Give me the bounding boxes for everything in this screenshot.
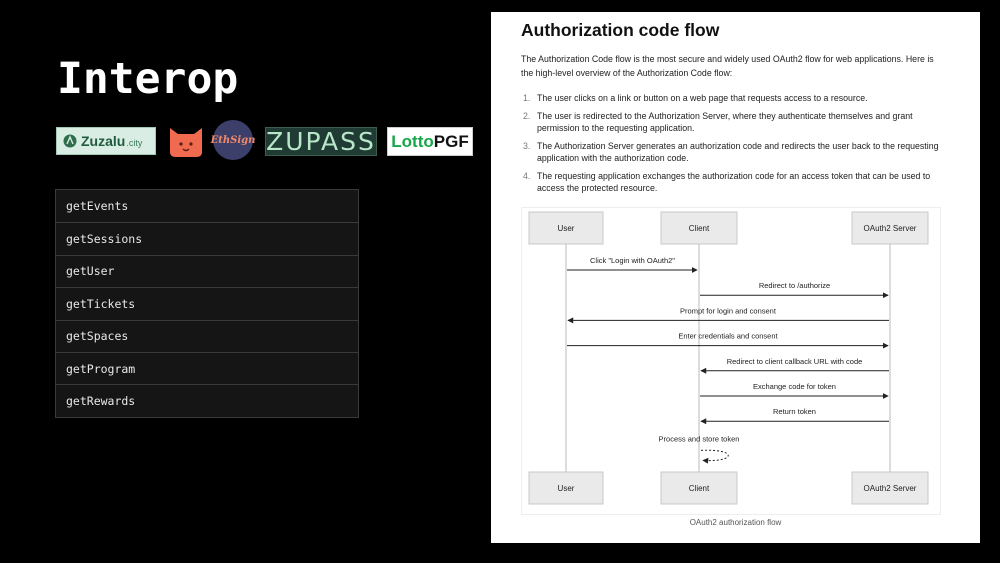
- participant-box-top: [660, 211, 738, 245]
- ethsign-logo-text: EthSign: [210, 134, 256, 146]
- list-item: 4. The requesting application exchanges t…: [521, 170, 941, 195]
- list-item: 1. The user clicks on a link or button on…: [521, 92, 941, 105]
- zuzalu-logo: Zuzalu .city: [56, 127, 156, 155]
- method-name: getEvents: [66, 199, 129, 214]
- zupass-logo: ZUPASS: [265, 127, 377, 156]
- steps-list: 1. The user clicks on a link or button on…: [521, 92, 941, 200]
- lottopgf-logo-pgf: PGF: [433, 131, 469, 151]
- step-number: 1.: [523, 93, 531, 103]
- doc-heading: Authorization code flow: [521, 20, 720, 40]
- step-text: The user clicks on a link or button on a…: [537, 93, 868, 103]
- message-label: Return token: [773, 407, 816, 416]
- list-item: getProgram: [56, 351, 358, 385]
- message-label: Redirect to /authorize: [759, 281, 830, 290]
- list-item: getSpaces: [56, 319, 358, 352]
- message-label: Click "Login with OAuth2": [590, 256, 675, 265]
- step-number: 3.: [523, 140, 531, 151]
- list-item: getRewards: [56, 384, 358, 417]
- participant-box-bottom: [660, 471, 738, 505]
- participant-box-top: [528, 211, 604, 245]
- list-item: getTickets: [56, 287, 358, 320]
- diagram-caption: OAuth2 authorization flow: [689, 518, 782, 527]
- cat-face-icon: [170, 128, 202, 157]
- participant-box-bottom: [528, 471, 604, 505]
- list-item: getUser: [56, 254, 358, 288]
- participant-label: Client: [689, 484, 710, 493]
- participant-box-bottom: [851, 471, 929, 505]
- ethsign-logo: EthSign: [210, 120, 256, 160]
- step-text: The Authorization Server generates an au…: [537, 140, 939, 164]
- zupass-logo-text: ZUPASS: [266, 127, 376, 156]
- lottopgf-logo-lotto: Lotto: [391, 131, 434, 151]
- participant-box-top: [851, 211, 929, 245]
- method-name: getRewards: [66, 394, 136, 409]
- message-label: Prompt for login and consent: [680, 306, 777, 315]
- message-label: Enter credentials and consent: [678, 332, 778, 341]
- zuzalu-logo-text: Zuzalu: [81, 133, 126, 149]
- step-text: The user is redirected to the Authorizat…: [537, 110, 913, 134]
- participant-label: OAuth2 Server: [864, 484, 917, 493]
- doc-intro: The Authorization Code flow is the most …: [521, 54, 934, 78]
- api-methods-list: getEvents getSessions getUser getTickets…: [55, 189, 359, 418]
- participant-label: User: [558, 484, 575, 493]
- message-label: Exchange code for token: [753, 382, 836, 391]
- zuzalu-logo-suffix: .city: [126, 137, 143, 148]
- list-item: 3. The Authorization Server generates an …: [521, 140, 941, 165]
- list-item: 2. The user is redirected to the Authoriz…: [521, 110, 941, 135]
- step-text: The requesting application exchanges the…: [537, 170, 931, 194]
- step-number: 2.: [523, 110, 531, 121]
- participant-label: User: [558, 224, 575, 233]
- step-number: 4.: [523, 170, 531, 181]
- method-name: getSpaces: [66, 329, 129, 344]
- list-item: getEvents: [56, 190, 358, 223]
- cat-logo: [168, 124, 204, 158]
- participant-label: OAuth2 Server: [864, 224, 917, 233]
- method-name: getUser: [66, 264, 115, 279]
- message-label: Redirect to client callback URL with cod…: [727, 357, 863, 366]
- self-message-arrow: [700, 449, 729, 464]
- message-label: Process and store token: [659, 434, 740, 443]
- participant-label: Client: [689, 224, 710, 233]
- oauth-doc-panel: Authorization code flow The Authorizatio…: [491, 12, 980, 543]
- method-name: getProgram: [66, 361, 136, 376]
- zuzalu-leaf-icon: [63, 134, 77, 148]
- page-title: Interop: [57, 54, 239, 104]
- list-item: getSessions: [56, 222, 358, 255]
- method-name: getSessions: [66, 232, 143, 247]
- method-name: getTickets: [66, 296, 136, 311]
